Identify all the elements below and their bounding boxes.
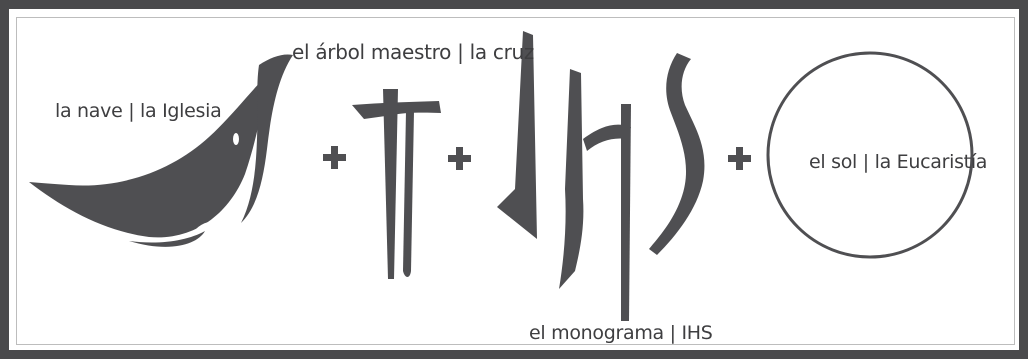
plus-sign-1 [323, 146, 346, 169]
monogram-h-left [559, 69, 584, 289]
label-sun: el sol | la Eucaristía [809, 151, 988, 173]
plus-sign-3 [728, 147, 751, 170]
label-monogram: el monograma | IHS [529, 322, 713, 344]
ship-symbol [29, 54, 293, 247]
mast-left-stem [383, 89, 398, 279]
monogram-h-right [621, 104, 631, 321]
label-ship: la nave | la Iglesia [55, 100, 222, 122]
ship-hull [29, 73, 269, 238]
sun-circle-symbol [766, 51, 974, 259]
mast-right-stem [403, 111, 414, 277]
ship-fin [241, 54, 293, 224]
monogram-h-bowl [583, 124, 631, 151]
monogram-letter-s [649, 53, 705, 255]
ship-eye [233, 133, 239, 145]
plus-sign-2 [448, 147, 471, 170]
label-mast-cross: el árbol maestro | la cruz [292, 40, 535, 64]
ship-wave-tail [129, 231, 205, 247]
mast-cross-symbol [352, 89, 441, 279]
symbols-illustration [29, 31, 974, 321]
ihs-monogram-symbol [497, 31, 705, 321]
monogram-letter-i [497, 31, 537, 239]
